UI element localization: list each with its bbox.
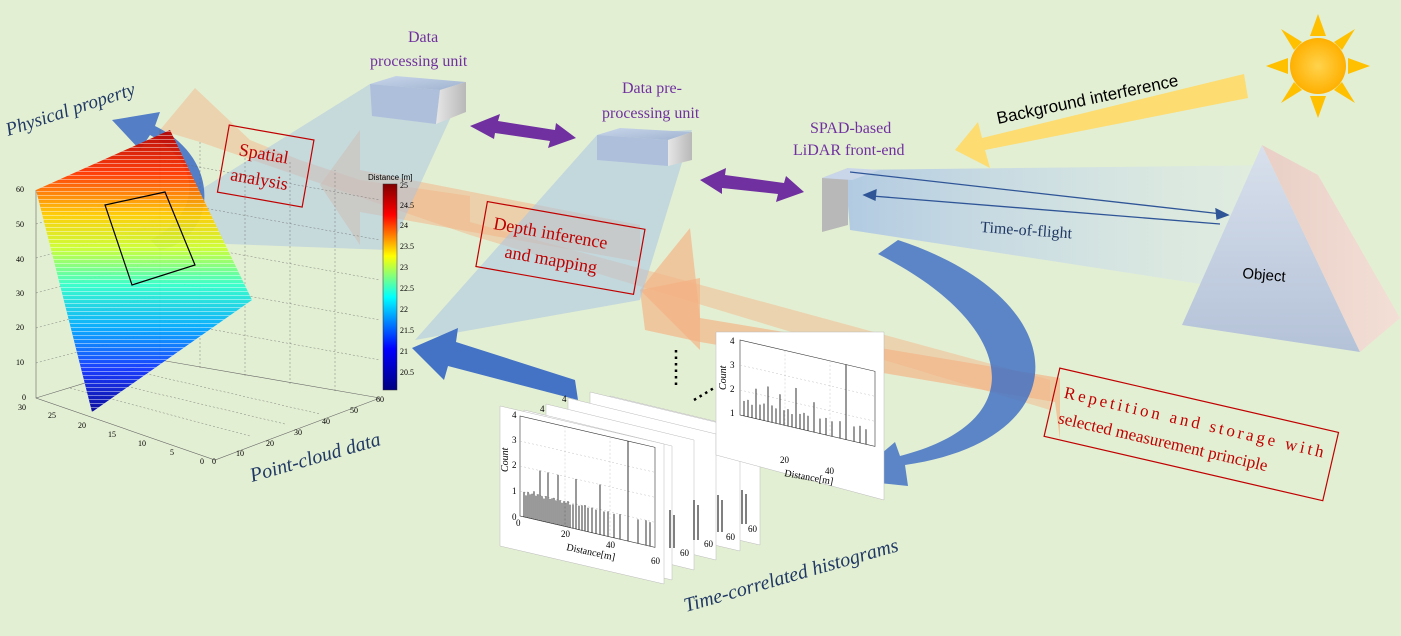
- preprocessing-unit-block: [597, 128, 692, 166]
- cbar-tick-20-5: 20.5: [400, 368, 414, 377]
- stack-x-tick-3: 60: [726, 532, 736, 542]
- stack-tick-1: 4: [540, 404, 545, 414]
- z-tick-10: 10: [16, 358, 24, 367]
- cbar-tick-23: 23: [400, 263, 408, 272]
- back-hist-y-tick-1: 1: [730, 408, 735, 418]
- y-tick-20: 20: [78, 421, 86, 430]
- back-hist-x-tick-40: 40: [825, 466, 835, 476]
- stack-x-tick-4: 60: [748, 524, 758, 534]
- cbar-tick-24: 24: [400, 221, 408, 230]
- z-tick-0: 0: [22, 393, 26, 402]
- cbar-tick-23-5: 23.5: [400, 242, 414, 251]
- hist-y-tick-0: 0: [512, 512, 517, 522]
- x-tick-40: 40: [322, 417, 330, 426]
- hist-ylabel: Count: [500, 447, 511, 472]
- preprocessing-beam: [415, 130, 692, 340]
- x-tick-50: 50: [350, 406, 358, 415]
- repetition-box: Repetition and storage with selected mea…: [1043, 367, 1340, 502]
- hist-y-tick-2: 2: [512, 460, 517, 470]
- stack-x-tick-1: 60: [680, 548, 690, 558]
- cbar-tick-24-5: 24.5: [400, 201, 414, 210]
- processing-unit-label-1: Data: [408, 29, 438, 46]
- preprocessing-unit-label-2: processing unit: [602, 105, 700, 122]
- lidar-beam: [845, 165, 1280, 290]
- curved-feedback-arrow: [850, 240, 1036, 486]
- purple-double-arrow-1: [470, 114, 576, 148]
- repetition-arrow-head: [640, 228, 700, 350]
- cbar-tick-21-5: 21.5: [400, 326, 414, 335]
- purple-double-arrow-2: [700, 168, 804, 202]
- processing-unit-label-2: processing unit: [370, 53, 468, 70]
- x-tick-30: 30: [294, 428, 302, 437]
- physical-property-label: Physical property: [2, 79, 138, 141]
- cbar-tick-21: 21: [400, 347, 408, 356]
- x-tick-20: 20: [266, 439, 274, 448]
- y-tick-0: 0: [200, 457, 204, 466]
- time-of-flight-arrows: [849, 171, 1230, 225]
- z-tick-20: 20: [16, 323, 24, 332]
- histogram-to-depth-arrow: [412, 328, 578, 400]
- x-tick-60: 60: [376, 395, 384, 404]
- hist-x-tick-20: 20: [561, 529, 571, 539]
- hist-x-tick-0: 0: [516, 518, 521, 528]
- z-tick-40: 40: [16, 255, 24, 264]
- back-hist-y-tick-4: 4: [730, 336, 735, 346]
- point-cloud-label: Point-cloud data: [246, 428, 383, 487]
- y-tick-15: 15: [108, 430, 116, 439]
- stack-tick-2: 4: [562, 394, 567, 404]
- spad-frontend-label-2: LiDAR front-end: [793, 142, 905, 159]
- z-tick-30: 30: [16, 289, 24, 298]
- object-label: Object: [1242, 265, 1287, 286]
- z-tick-50: 50: [16, 220, 24, 229]
- sun-icon: [1266, 14, 1370, 118]
- cbar-tick-25: 25: [400, 181, 408, 190]
- colorbar: [382, 183, 398, 391]
- x-tick-0: 0: [212, 457, 216, 466]
- time-of-flight-label: Time-of-flight: [980, 219, 1073, 242]
- stack-x-tick-2: 60: [704, 539, 714, 549]
- stack-dots-diagonal: [693, 386, 715, 402]
- histogram-stack: 4 4 60 60 60 60: [499, 331, 885, 585]
- y-tick-30: 30: [18, 403, 26, 412]
- preprocessing-unit-label-1: Data pre-: [622, 80, 682, 97]
- spad-frontend-block: [822, 168, 880, 232]
- back-hist-y-tick-3: 3: [730, 360, 735, 370]
- object-pyramid: [1182, 145, 1400, 352]
- point-cloud-plot: 60 50 40 30 20 10 0 30 25 20 15 10 5 0 0…: [16, 130, 414, 466]
- hist-y-tick-1: 1: [512, 486, 517, 496]
- z-tick-60: 60: [16, 185, 24, 194]
- spad-frontend-label-1: SPAD-based: [810, 120, 891, 137]
- hist-x-tick-60: 60: [651, 556, 661, 566]
- background-interference-arrow: [955, 74, 1248, 168]
- y-tick-25: 25: [48, 411, 56, 420]
- cbar-tick-22: 22: [400, 305, 408, 314]
- back-hist-ylabel: Count: [718, 365, 729, 390]
- y-tick-5: 5: [170, 448, 174, 457]
- hist-y-tick-4: 4: [512, 410, 517, 420]
- hist-x-tick-40: 40: [606, 540, 616, 550]
- back-hist-x-tick-20: 20: [780, 455, 790, 465]
- hist-y-tick-3: 3: [512, 435, 517, 445]
- cbar-tick-22-5: 22.5: [400, 284, 414, 293]
- back-hist-y-tick-2: 2: [730, 384, 735, 394]
- y-tick-10: 10: [138, 439, 146, 448]
- processing-unit-block: [370, 76, 466, 124]
- colorbar-title: Distance [m]: [368, 173, 412, 182]
- spatial-flow-arrow: [160, 88, 1050, 410]
- x-tick-10: 10: [236, 449, 244, 458]
